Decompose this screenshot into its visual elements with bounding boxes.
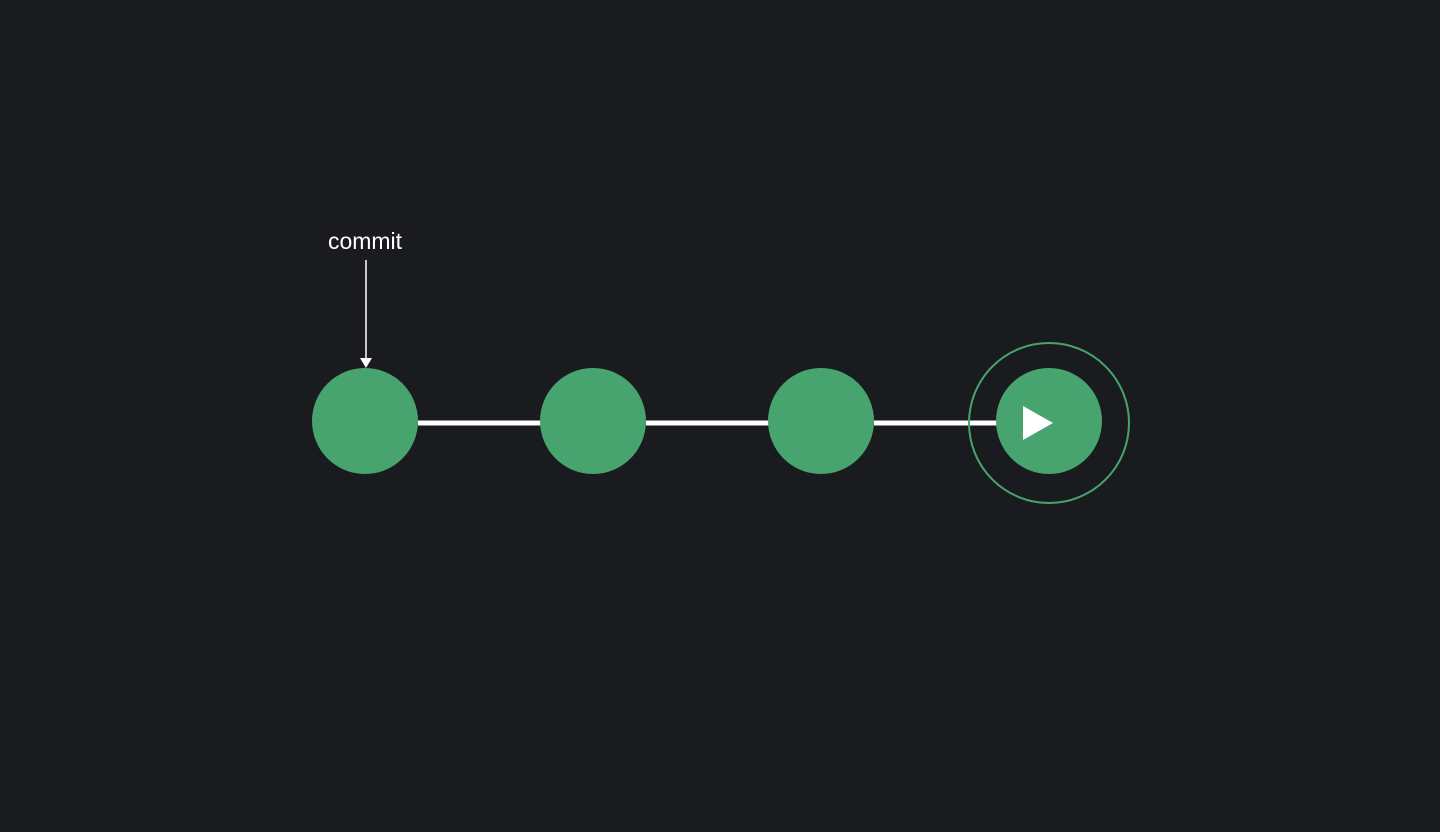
commit-node-2: [540, 368, 646, 474]
arrow-down-icon: [360, 358, 372, 368]
commit-annotation-label: commit: [327, 228, 403, 254]
play-triangle-icon: [1023, 406, 1053, 440]
head-highlight-ring: [968, 342, 1130, 504]
commit-node-1: [312, 368, 418, 474]
commit-node-3: [768, 368, 874, 474]
